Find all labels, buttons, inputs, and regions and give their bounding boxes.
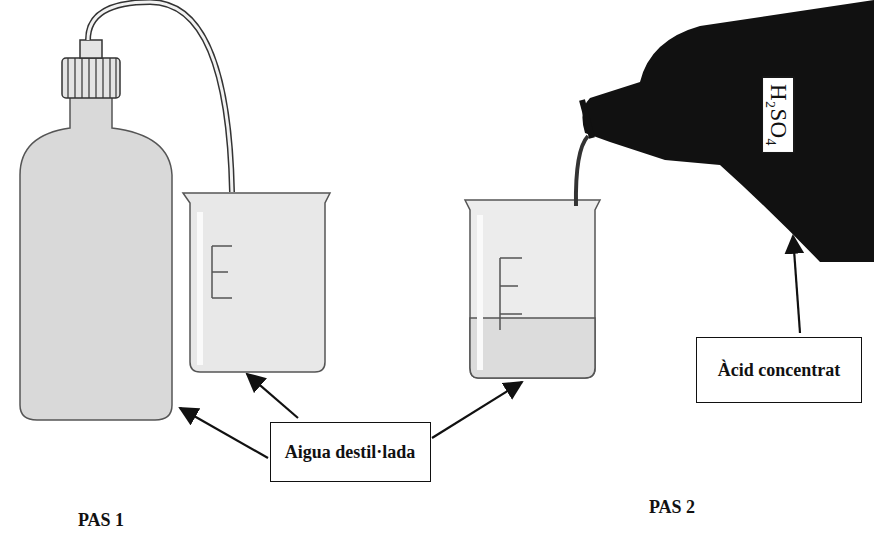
step-label: PAS 1 — [78, 510, 124, 531]
callout-box: Àcid concentrat — [696, 337, 862, 403]
box-text: Àcid concentrat — [718, 360, 840, 381]
step-label: PAS 2 — [649, 497, 695, 518]
beaker — [183, 193, 330, 372]
box-text: Aigua destil·lada — [285, 442, 416, 463]
beaker — [465, 200, 600, 378]
formula-label: H₂SO₄ — [762, 77, 794, 153]
acid-bottle — [576, 0, 874, 262]
callout-box: Aigua destil·lada — [270, 422, 431, 482]
